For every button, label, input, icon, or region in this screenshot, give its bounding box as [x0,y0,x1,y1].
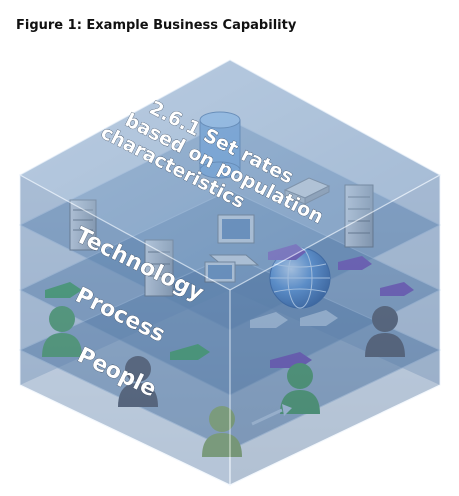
figure-title: Figure 1: Example Business Capability [16,18,297,33]
cube-right-face [229,173,441,486]
